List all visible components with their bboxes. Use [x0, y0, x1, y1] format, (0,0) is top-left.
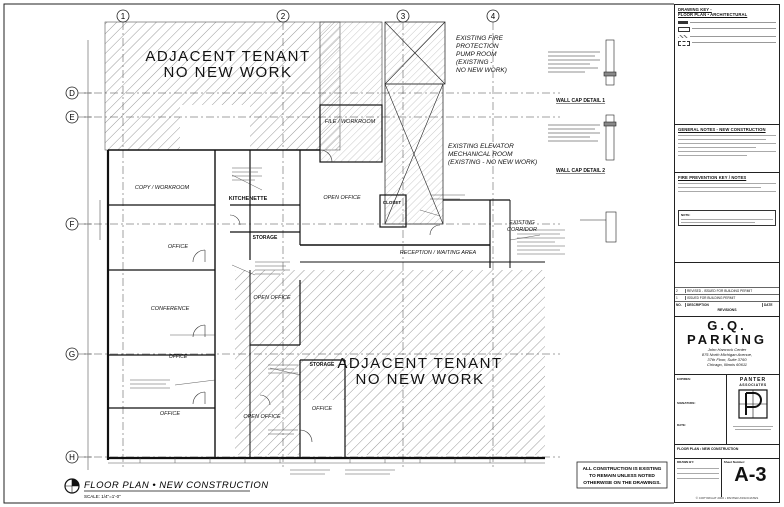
- grid-col-3-label: 3: [401, 12, 406, 21]
- grid-col-4-label: 4: [491, 12, 496, 21]
- svg-text:PUMP ROOM: PUMP ROOM: [456, 51, 497, 58]
- grid-col-bubbles: 1 2 3 4: [116, 9, 500, 23]
- room-storage-2: STORAGE: [310, 362, 335, 368]
- wall-cap-detail-2-label: WALL CAP DETAIL 2: [556, 168, 605, 174]
- wall-cap-details: [548, 39, 617, 243]
- room-reception: RECEPTION / WAITING AREA: [400, 250, 477, 256]
- project-name-line-2: PARKING: [687, 332, 767, 347]
- sheet-number: A-3: [734, 464, 767, 486]
- svg-text:(EXISTING -: (EXISTING -: [456, 59, 493, 66]
- spec-note-blocks: [130, 167, 565, 475]
- wall-cap-detail-1-label: WALL CAP DETAIL 1: [556, 98, 605, 104]
- drawing-key-section: DRAWING KEY - FLOOR PLAN • ARCHITECTURAL: [675, 5, 779, 125]
- shaft-x-marks: [384, 21, 446, 225]
- room-kitchenette: KITCHENETTE: [229, 196, 268, 202]
- leader-lines: [170, 174, 541, 386]
- existing-corridor-label: EXISTING: [509, 220, 535, 226]
- elevator-room-label: EXISTING ELEVATOR MECHANICAL ROOM (EXIST…: [448, 143, 537, 166]
- drawing-scale: SCALE: 1/4"=1'-0": [84, 494, 121, 499]
- svg-text:MECHANICAL ROOM: MECHANICAL ROOM: [448, 151, 513, 158]
- drawing-key-subtitle: FLOOR PLAN • ARCHITECTURAL: [678, 12, 748, 17]
- walls: [106, 104, 545, 460]
- grid-row-bubbles: D E F G H: [65, 86, 79, 464]
- room-open-office-2: OPEN OFFICE: [253, 295, 291, 301]
- window-mullions: [108, 458, 545, 464]
- general-notes-title: GENERAL NOTES - NEW CONSTRUCTION: [678, 127, 766, 132]
- drawing-title-text: FLOOR PLAN • NEW CONSTRUCTION: [84, 480, 269, 491]
- sheet-info-section: FLOOR PLAN • NEW CONSTRUCTION DRAWN BY: …: [675, 445, 779, 501]
- drawing-title: FLOOR PLAN • NEW CONSTRUCTION SCALE: 1/4…: [64, 478, 269, 499]
- svg-text:OTHERWISE ON THE DRAWINGS.: OTHERWISE ON THE DRAWINGS.: [583, 480, 660, 486]
- room-closet: CLOSET: [383, 200, 402, 205]
- grid-col-2-label: 2: [281, 12, 286, 21]
- project-section: G.Q. PARKING John Hancock Center 875 Nor…: [675, 317, 779, 375]
- room-storage-1: STORAGE: [253, 235, 278, 241]
- svg-text:(EXISTING - NO NEW WORK): (EXISTING - NO NEW WORK): [448, 159, 537, 166]
- project-address-4: Chicago, Illinois 60611: [707, 362, 747, 367]
- grid-row-f-label: F: [70, 220, 75, 229]
- svg-text:EXISTING ELEVATOR: EXISTING ELEVATOR: [448, 143, 514, 150]
- door-swings: [192, 149, 441, 443]
- room-conference: CONFERENCE: [151, 306, 190, 312]
- adjacent-tenant-bottom-sublabel: NO NEW WORK: [356, 371, 485, 388]
- grid-row-h-label: H: [69, 453, 75, 462]
- revisions-label: REVISIONS: [717, 308, 737, 312]
- svg-text:EXISTING FIRE: EXISTING FIRE: [456, 35, 504, 42]
- firm-subname: ASSOCIATES: [739, 383, 767, 387]
- sheet-number-label: Sheet Number:: [723, 460, 746, 464]
- svg-text:NO NEW WORK): NO NEW WORK): [456, 67, 507, 74]
- revision-row: 1 ISSUED FOR BUILDING PERMIT: [675, 294, 779, 301]
- svg-text:PROTECTION: PROTECTION: [456, 43, 499, 50]
- svg-text:TO REMAIN UNLESS NOTED: TO REMAIN UNLESS NOTED: [589, 473, 655, 479]
- room-copy-workroom: COPY / WORKROOM: [135, 185, 190, 191]
- revision-row: 2 REVISED - ISSUED FOR BUILDING PERMIT: [675, 287, 779, 294]
- title-block: DRAWING KEY - FLOOR PLAN • ARCHITECTURAL…: [674, 4, 780, 503]
- fire-pump-room-label: EXISTING FIRE PROTECTION PUMP ROOM (EXIS…: [456, 35, 507, 74]
- adjacent-tenant-bottom-label: ADJACENT TENANT: [337, 355, 502, 372]
- left-dimension-string: [84, 40, 101, 470]
- project-address-1: John Hancock Center: [707, 347, 747, 352]
- general-notes-section: GENERAL NOTES - NEW CONSTRUCTION: [675, 125, 779, 173]
- firm-name: PANTER: [739, 377, 767, 383]
- construction-note-box: ALL CONSTRUCTION IS EXISTING TO REMAIN U…: [576, 461, 668, 489]
- signature-label: SIGNATURE:: [677, 401, 696, 405]
- room-open-office-3: OPEN OFFICE: [243, 414, 281, 420]
- room-office-3: OFFICE: [160, 411, 180, 417]
- room-open-office-1: OPEN OFFICE: [323, 195, 361, 201]
- floor-plan-drawing: 1 2 3 4 D E F G H: [3, 3, 674, 504]
- sheet-title: FLOOR PLAN • NEW CONSTRUCTION: [675, 445, 779, 459]
- expires-label: EXPIRES:: [677, 377, 692, 381]
- grid-row-e-label: E: [69, 113, 74, 122]
- grid-row-d-label: D: [69, 89, 75, 98]
- copyright-text: © COPYRIGHT 2000 • PANTER ASSOCIATES: [695, 496, 759, 500]
- grid-row-g-label: G: [69, 350, 75, 359]
- existing-corridor-sublabel: CORRIDOR: [507, 227, 537, 233]
- adjacent-tenant-top-sublabel: NO NEW WORK: [164, 64, 293, 81]
- firm-section: EXPIRES: SIGNATURE: DATE: PANTER ASSOCIA…: [675, 375, 779, 445]
- svg-text:ALL CONSTRUCTION IS EXISTING: ALL CONSTRUCTION IS EXISTING: [583, 466, 662, 472]
- firm-logo-icon: [738, 389, 768, 419]
- revision-header-row: NO. DESCRIPTION DATE: [675, 301, 779, 308]
- revisions-section: 2 REVISED - ISSUED FOR BUILDING PERMIT 1…: [675, 263, 779, 317]
- room-file-workroom: FILE / WORKROOM: [325, 119, 376, 125]
- adjacent-tenant-top-label: ADJACENT TENANT: [145, 48, 310, 65]
- date-label: DATE:: [677, 423, 686, 427]
- project-address-3: 37th Floor, Suite 3760: [707, 357, 747, 362]
- drawn-by-label: DRAWN BY:: [677, 460, 695, 464]
- room-office-1: OFFICE: [168, 244, 188, 250]
- project-address-2: 875 North Michigan Avenue,: [701, 352, 753, 357]
- adjacent-tenant-bottom-area: [235, 270, 545, 455]
- project-name-line-1: G.Q.: [707, 318, 747, 333]
- fire-prevention-section: FIRE PREVENTION KEY / NOTES NOTE:: [675, 173, 779, 263]
- grid-col-1-label: 1: [121, 12, 126, 21]
- fire-note-label: NOTE:: [681, 213, 691, 217]
- room-office-4: OFFICE: [169, 354, 188, 360]
- adjacent-tenant-top-area: [104, 21, 341, 151]
- room-office-2: OFFICE: [312, 406, 332, 412]
- drawing-key-title: DRAWING KEY -: [678, 7, 712, 12]
- fire-prevention-title: FIRE PREVENTION KEY / NOTES: [678, 175, 747, 180]
